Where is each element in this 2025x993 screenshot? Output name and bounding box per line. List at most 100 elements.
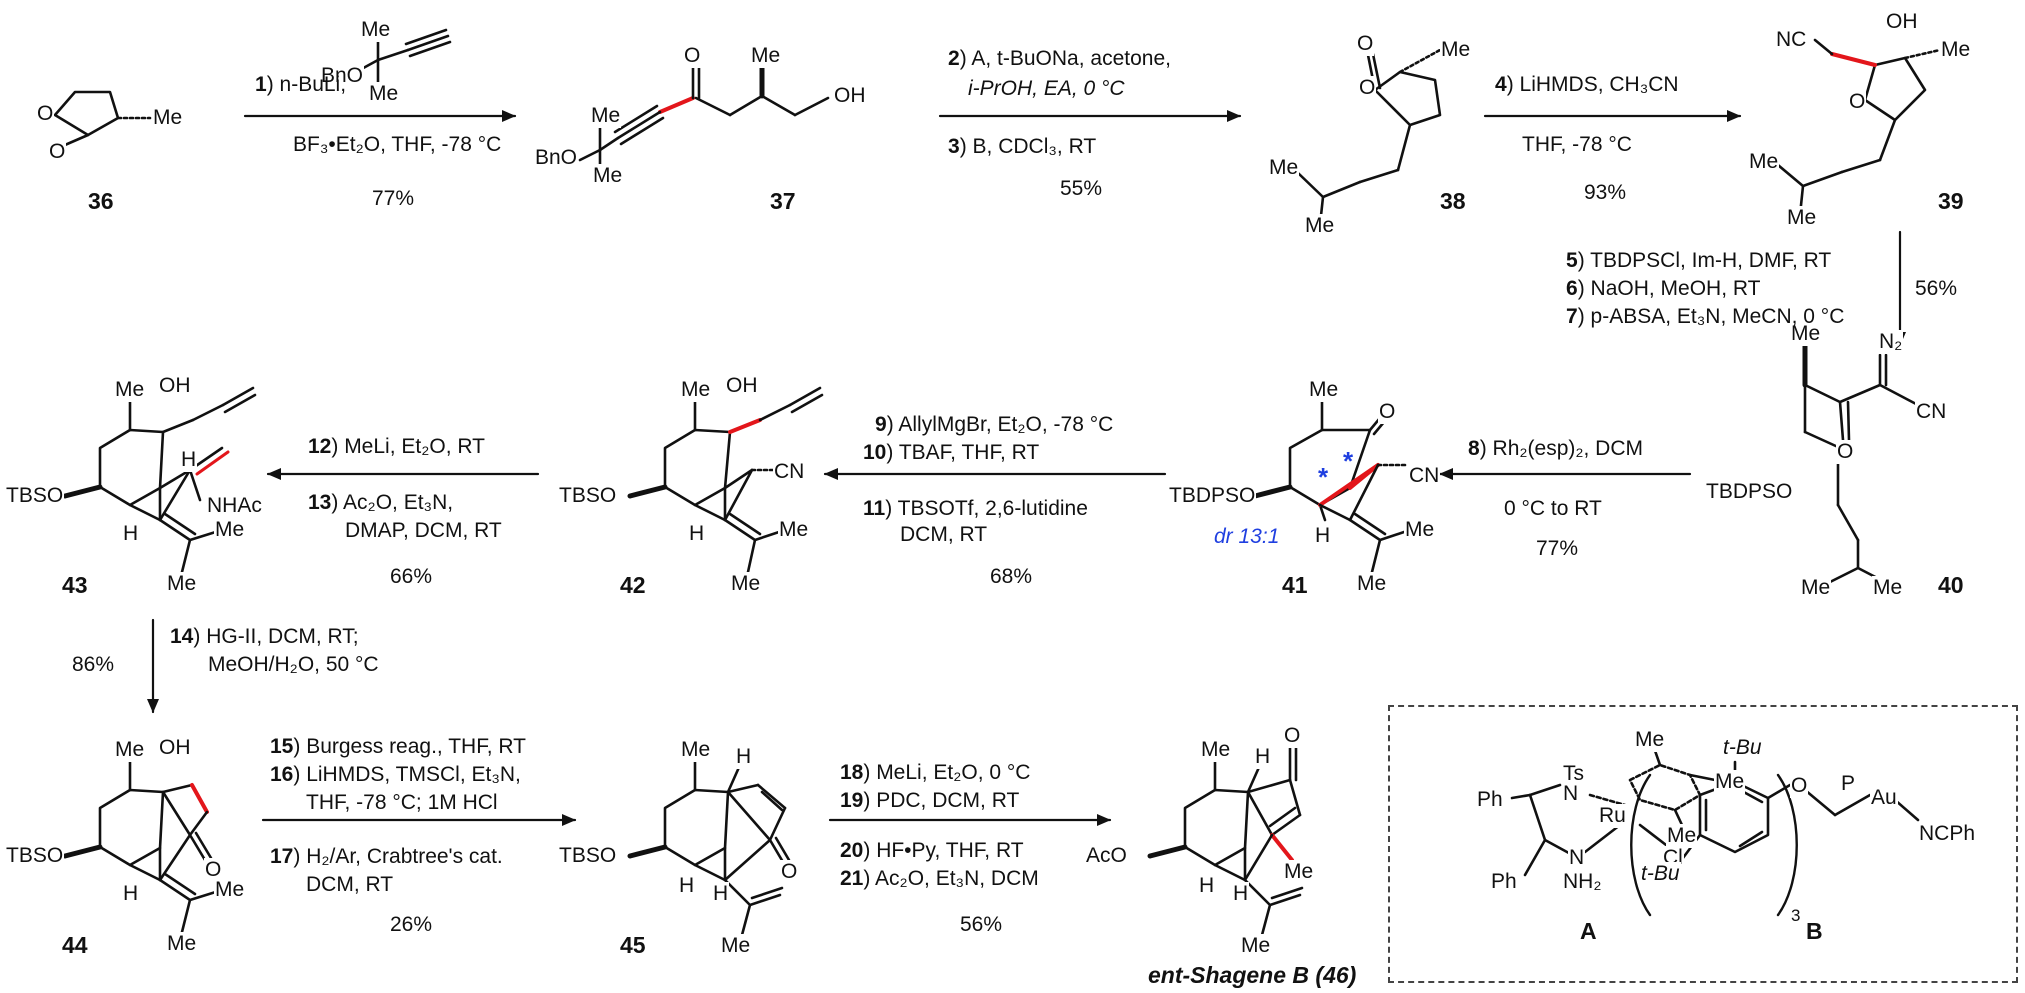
compound-39-structure [1776, 38, 1942, 217]
atom-Me: Me [592, 164, 624, 188]
compound-label-40: 40 [1938, 572, 1964, 598]
atom-Me: Me [1786, 206, 1818, 230]
condition-text: A, t-BuONa, acetone, [966, 47, 1171, 70]
atom-t-Bu: t-Bu [1722, 736, 1763, 760]
step-10-conditions: 10) TBAF, THF, RT [863, 441, 1040, 464]
step-15-conditions: 15) Burgess reag., THF, RT [270, 735, 526, 758]
atom-O: O [1283, 724, 1302, 748]
step-number: 12 [308, 435, 332, 458]
step-number: 2 [948, 47, 960, 70]
step-8-yield: 77% [1536, 537, 1579, 560]
atom-Me: Me [590, 104, 622, 128]
step-number: 13 [308, 491, 332, 514]
step-number: 11 [863, 497, 886, 520]
compound-36-structure [53, 90, 152, 150]
step-number: 10 [863, 441, 887, 464]
compound-45-structure [627, 755, 791, 937]
atom-O: O [1848, 90, 1867, 114]
atom-Me: Me [1200, 738, 1232, 762]
compound-44-structure [62, 755, 224, 934]
atom-Me: Me [1283, 860, 1315, 884]
step-5-conditions: 5) TBDPSCl, Im-H, DMF, RT [1566, 249, 1832, 272]
step-19-conditions: 19) PDC, DCM, RT [840, 789, 1020, 812]
atom-Me: Me [750, 44, 782, 68]
atom-O: O [1836, 440, 1855, 464]
step-20-conditions: 20) HF•Py, THF, RT [840, 839, 1024, 862]
step-4-conditions: 4) LiHMDS, CH₃CN [1495, 73, 1679, 96]
atom-Me: Me [1666, 824, 1698, 848]
step-2-conditions: 2) A, t-BuONa, acetone, [948, 47, 1171, 70]
condition-text: HG-II, DCM, RT; [200, 625, 359, 648]
step-number: 21 [840, 867, 864, 890]
step-number: 20 [840, 839, 864, 862]
compound-label-45: 45 [620, 932, 646, 958]
atom-Me: Me [1748, 150, 1780, 174]
compound-42-structure [627, 386, 824, 574]
atom-H: H [678, 874, 696, 898]
atom-t-Bu: t-Bu [1640, 862, 1681, 886]
step-number: 7 [1566, 305, 1578, 328]
atom-H: H [1314, 524, 1332, 548]
compound-label-36: 36 [88, 188, 114, 214]
atom-Me: Me [1240, 934, 1272, 958]
step-7-conditions: 7) p-ABSA, Et₃N, MeCN, 0 °C [1566, 305, 1845, 328]
compound-43-structure [62, 386, 257, 574]
step-number: 6 [1566, 277, 1578, 300]
step-18-conditions: 18) MeLi, Et₂O, 0 °C [840, 761, 1031, 784]
step-11-conditions-line2: DCM, RT [900, 523, 988, 546]
atom-H: H [180, 448, 198, 472]
atom-Me: Me [1872, 576, 1904, 600]
compound-label-42: 42 [620, 572, 646, 598]
stereocenter-star: * [1318, 462, 1329, 492]
reaction-arrows [147, 110, 1906, 826]
atom-BnO: BnO [320, 64, 365, 88]
step-number: 18 [840, 761, 864, 784]
step-14-yield: 86% [72, 653, 115, 676]
step-11-conditions: 11) TBSOTf, 2,6-lutidine [863, 497, 1088, 520]
step-3-conditions: 3) B, CDCl₃, RT [948, 135, 1097, 158]
step-16-conditions: 16) LiHMDS, TMSCl, Et₃N, [270, 763, 521, 786]
atom-TBDPSO: TBDPSO [1705, 480, 1794, 504]
catalyst-A-label: A [1580, 918, 1597, 944]
atom-NHAc: NHAc [206, 494, 263, 518]
step-number: 1 [255, 73, 267, 96]
step-17-conditions-line2: DCM, RT [306, 873, 394, 896]
step-number: 8 [1468, 437, 1480, 460]
atom-Me: Me [730, 572, 762, 596]
atom-Au: Au [1870, 786, 1898, 810]
condition-text: Ac₂O, Et₃N, DCM [870, 867, 1039, 890]
atom-N: N [1562, 782, 1580, 806]
atom-Me: Me [166, 572, 198, 596]
step-number: 5 [1566, 249, 1578, 272]
atom-TBSO: TBSO [5, 844, 65, 868]
atom-OH: OH [158, 374, 192, 398]
atom-H: H [735, 745, 753, 769]
atom-Ph: Ph [1476, 788, 1504, 812]
atom-Me: Me [680, 378, 712, 402]
atom-N: N [1568, 846, 1586, 870]
step-13-conditions: 13) Ac₂O, Et₃N, [308, 491, 454, 514]
catalyst-A-structure [1510, 740, 1717, 877]
atom-H: H [1232, 882, 1250, 906]
condition-text: LiHMDS, TMSCl, Et₃N, [300, 763, 521, 786]
condition-text: TBAF, THF, RT [893, 441, 1040, 464]
step-8-conditions: 8) Rh₂(esp)₂, DCM [1468, 437, 1644, 460]
compound-label-44: 44 [62, 932, 88, 958]
catalyst-legend-box [1388, 705, 2018, 983]
step-1-yield: 77% [372, 187, 415, 210]
diastereomeric-ratio: dr 13:1 [1214, 525, 1280, 548]
atom-O: O [1356, 32, 1375, 56]
atom-N2: N₂ [1878, 330, 1904, 354]
step-2-conditions-line2: i-PrOH, EA, 0 °C [968, 77, 1125, 100]
step-14-conditions-line2: MeOH/H₂O, 50 °C [208, 653, 379, 676]
atom-O: O [1378, 400, 1397, 424]
condition-text: MeLi, Et₂O, RT [338, 435, 485, 458]
compound-label-46: ent-Shagene B (46) [1148, 962, 1357, 988]
condition-text: H₂/Ar, Crabtree's cat. [300, 845, 503, 868]
atom-O: O [36, 102, 55, 126]
atom-Me: Me [680, 738, 712, 762]
atom-OH: OH [1885, 10, 1919, 34]
compound-38-structure [1295, 48, 1442, 227]
atom-Me: Me [720, 934, 752, 958]
